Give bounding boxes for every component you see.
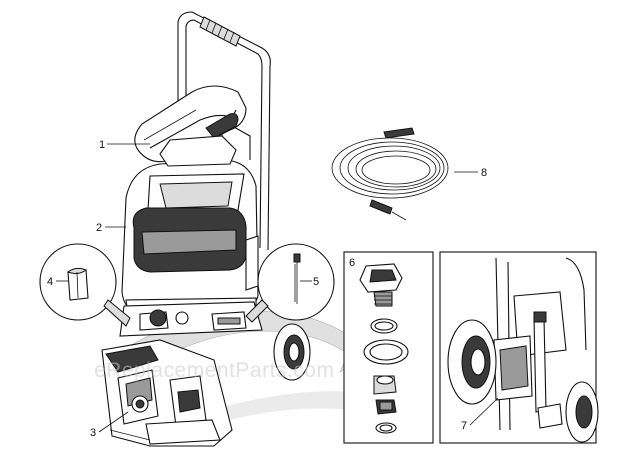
filter-detail-circle-part-4: [39, 243, 131, 327]
hopper-lid-part-1: [134, 85, 247, 163]
pump-base-assembly: [119, 301, 263, 337]
detail-box-part-7: [439, 251, 599, 444]
callout-2: 2: [96, 222, 102, 234]
tool-detail-circle-part-5: [245, 243, 335, 323]
main-housing-part-2: [121, 135, 259, 319]
callout-4: 4: [47, 276, 53, 288]
leader-lines: [56, 143, 499, 433]
hose-coil-part-8: [331, 127, 449, 221]
watermark-text: eReplacementParts.com: [94, 359, 334, 382]
callout-1: 1: [99, 139, 105, 151]
callout-7: 7: [461, 420, 467, 432]
callout-5: 5: [313, 276, 319, 288]
callout-8: 8: [481, 167, 487, 179]
cart-wheel: [273, 323, 311, 381]
callout-6: 6: [349, 257, 355, 269]
pump-assembly-part-3: [101, 339, 233, 447]
detail-box-part-6: [343, 251, 434, 444]
callout-3: 3: [90, 427, 96, 439]
